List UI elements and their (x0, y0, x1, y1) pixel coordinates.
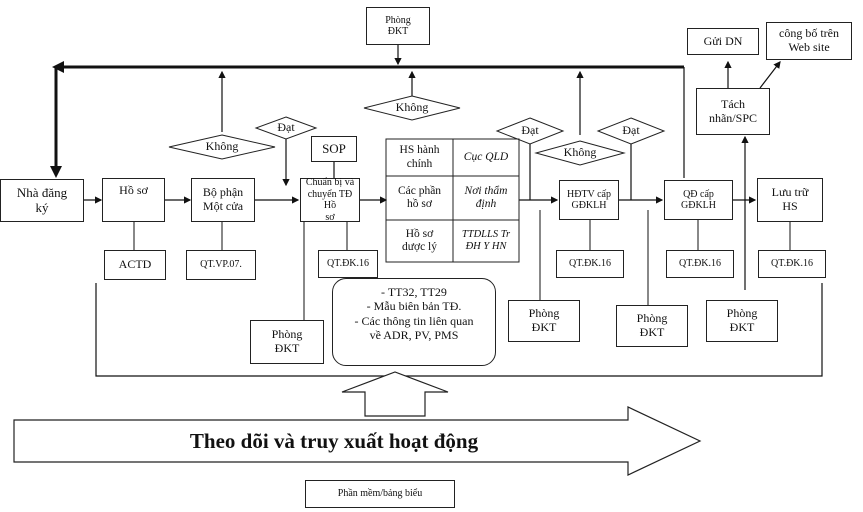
table-cell-cac-phan: Các phần hồ sơ (397, 184, 442, 210)
chuan-bi-box: Chuẩn bị và chuyển TĐ Hồ sơ (300, 177, 360, 223)
diamond-khong-1: Không (205, 139, 239, 153)
actd-box: ACTD (104, 250, 166, 280)
table-cell-ho-so-duoc-ly: Hồ sơ dược lý (402, 227, 437, 253)
phong-dkt-box-1: Phòng ĐKT (250, 320, 324, 364)
phong-dkt-top-box: Phòng ĐKT (366, 7, 430, 45)
sop-box: SOP (311, 136, 357, 162)
hdtv-box: HĐTV cấp GĐKLH (559, 180, 619, 220)
notes-line-1: - TT32, TT29 (381, 285, 447, 299)
diamond-khong-2: Không (395, 100, 429, 114)
phan-mem-box: Phần mềm/bảng biểu (305, 480, 455, 508)
banner-title: Theo dõi và truy xuất hoạt động (189, 428, 479, 453)
notes-line-3: - Các thông tin liên quan về ADR, PV, PM… (354, 313, 474, 343)
phong-dkt-box-4: Phòng ĐKT (706, 300, 778, 342)
gui-dn-box: Gửi DN (687, 28, 759, 55)
qt-dk16-box-a: QT.ĐK.16 (318, 250, 378, 278)
table-cell-cuc-qld: Cục QLD (463, 150, 509, 163)
luu-tru-box: Lưu trữ HS (757, 178, 823, 222)
phong-dkt-box-2: Phòng ĐKT (508, 300, 580, 342)
bo-phan-mot-cua-box: Bộ phận Một cửa (191, 178, 255, 222)
notes-line-2: - Mẫu biên bản TĐ. (366, 299, 462, 314)
table-cell-ttdlls: TTDLLS Tr ĐH Y HN (461, 228, 511, 252)
qt-dk16-box-b: QT.ĐK.16 (556, 250, 624, 278)
table-cell-hs-hanh-chinh: HS hành chính (399, 144, 440, 170)
qt-dk16-box-d: QT.ĐK.16 (758, 250, 826, 278)
ho-so-box: Hồ sơ (102, 178, 165, 222)
diamond-dat-3: Đạt (622, 123, 640, 137)
qt-dk16-box-c: QT.ĐK.16 (666, 250, 734, 278)
table-cell-noi-tham-dinh: Nơi thẩm định (464, 184, 508, 210)
diamond-khong-3: Không (563, 145, 597, 159)
notes-box: - TT32, TT29 - Mẫu biên bản TĐ. - Các th… (332, 278, 496, 366)
diamond-dat-2: Đạt (521, 123, 539, 137)
tach-nhan-box: Tách nhãn/SPC (696, 88, 770, 135)
cong-bo-web-box: công bố trên Web site (766, 22, 852, 60)
phong-dkt-box-3: Phòng ĐKT (616, 305, 688, 347)
nha-dang-ky-box: Nhà đăng ký (0, 179, 84, 222)
qd-cap-box: QĐ cấp GĐKLH (664, 180, 733, 220)
qt-vp07-box: QT.VP.07. (186, 250, 256, 280)
diamond-dat-1: Đạt (277, 120, 295, 134)
